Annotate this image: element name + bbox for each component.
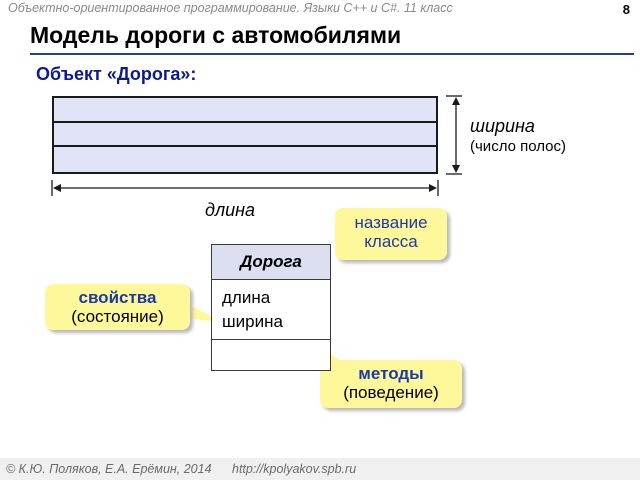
course-header: Объектно-ориентированное программировани… xyxy=(8,1,453,15)
footer-authors: © К.Ю. Поляков, Е.А. Ерёмин, 2014 xyxy=(6,462,212,476)
callout-class-name-line1: название xyxy=(354,213,428,232)
road-diagram xyxy=(52,96,438,174)
width-note: (число полос) xyxy=(470,138,567,155)
uml-attributes: длина ширина xyxy=(212,280,330,340)
lane-divider xyxy=(54,121,436,123)
arrow-down-icon xyxy=(452,165,460,173)
callout-methods: методы (поведение) xyxy=(320,360,462,408)
callout-properties-sub: (состояние) xyxy=(71,307,164,326)
callout-class-name-line2: класса xyxy=(364,232,418,251)
uml-class-name: Дорога xyxy=(212,245,330,280)
callout-methods-sub: (поведение) xyxy=(343,383,439,402)
callout-properties-head: свойства xyxy=(78,288,157,307)
footer-bar xyxy=(0,458,640,480)
arrow-left-icon xyxy=(53,184,61,192)
footer-url: http://kpolyakov.spb.ru xyxy=(232,462,357,476)
length-label: длина xyxy=(205,200,256,220)
callout-properties: свойства (состояние) xyxy=(45,284,190,330)
uml-attribute: ширина xyxy=(222,312,283,331)
arrow-right-icon xyxy=(429,184,437,192)
slide-subtitle: Объект «Дорога»: xyxy=(36,64,197,84)
uml-attribute: длина xyxy=(222,288,271,307)
slide-title: Модель дороги с автомобилями xyxy=(30,22,402,48)
title-underline xyxy=(30,53,634,55)
callout-class-name: название класса xyxy=(335,208,447,260)
page-number: 8 xyxy=(622,2,630,17)
uml-class-box: Дорога длина ширина xyxy=(211,244,331,371)
arrow-up-icon xyxy=(452,97,460,105)
width-label: ширина xyxy=(470,116,535,136)
uml-methods xyxy=(212,340,330,370)
lane-divider xyxy=(54,145,436,147)
callout-methods-head: методы xyxy=(358,364,424,383)
